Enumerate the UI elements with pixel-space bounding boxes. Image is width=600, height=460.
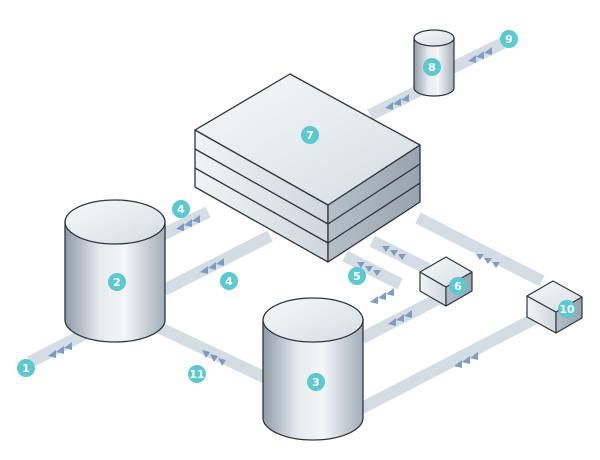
arrow-6-3	[388, 310, 412, 326]
badge-2: 2	[108, 273, 126, 291]
pipe-7-to-10	[415, 212, 545, 287]
badge-6-label: 6	[454, 280, 462, 293]
badge-8-label: 8	[428, 61, 436, 74]
badge-5-label: 5	[353, 270, 361, 283]
badge-7: 7	[301, 126, 319, 144]
arrow-5-3	[370, 288, 394, 304]
arrow-7-6	[382, 246, 406, 260]
badge-1-label: 1	[22, 362, 30, 375]
badge-4-upper-label: 4	[177, 203, 185, 216]
arrow-7-5	[357, 262, 381, 276]
badge-10: 10	[558, 300, 576, 318]
badge-9-label: 9	[505, 33, 513, 46]
arrow-2-7-lower	[200, 258, 224, 274]
arrow-8-9	[468, 47, 492, 63]
arrow-10-3	[454, 352, 478, 368]
pipe-2-to-7-lower	[161, 230, 273, 296]
badges: 1 2 3 4 4 5 6 7	[17, 30, 576, 391]
arrow-2-7-upper	[176, 215, 200, 231]
badge-4-upper: 4	[172, 200, 190, 218]
arrow-2-3	[202, 350, 226, 366]
arrow-7-10	[476, 254, 500, 268]
badge-11: 11	[188, 365, 206, 383]
cylinder-2	[64, 199, 166, 343]
pipe-10-to-3	[359, 312, 539, 414]
badge-8: 8	[423, 58, 441, 76]
badge-2-label: 2	[113, 276, 121, 289]
badge-3-label: 3	[312, 376, 320, 389]
badge-7-label: 7	[306, 129, 314, 142]
cylinder-8	[413, 29, 455, 97]
badge-6: 6	[449, 277, 467, 295]
badge-10-label: 10	[559, 303, 575, 316]
flow-arrows	[48, 47, 500, 368]
badge-11-label: 11	[189, 368, 204, 381]
pipe-2-to-3	[157, 322, 273, 386]
arrow-7-8	[385, 94, 409, 110]
badge-3: 3	[307, 373, 325, 391]
badge-1: 1	[17, 359, 35, 377]
badge-4-lower: 4	[220, 272, 238, 290]
cube-6	[419, 256, 473, 307]
cylinder-3	[262, 297, 364, 441]
pipe-7-to-3	[342, 250, 403, 290]
badge-5: 5	[348, 267, 366, 285]
badge-4-lower-label: 4	[225, 275, 233, 288]
badge-9: 9	[500, 30, 518, 48]
pipe-8-to-9	[449, 36, 508, 74]
arrow-1-2	[48, 342, 72, 358]
